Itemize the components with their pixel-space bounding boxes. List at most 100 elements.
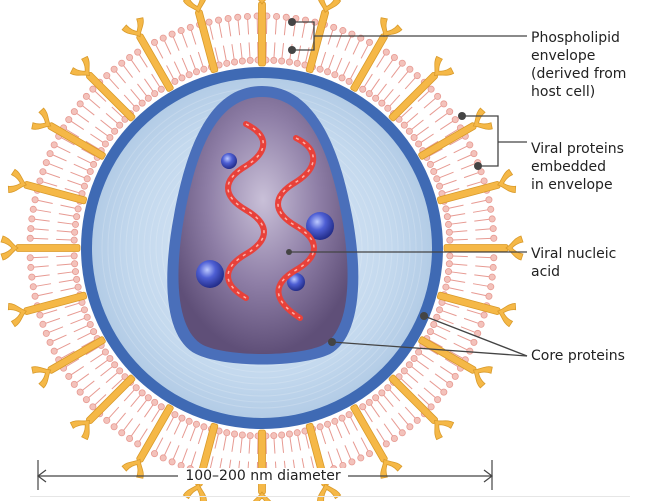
- lipid-tail: [436, 163, 451, 171]
- spike-protein: [388, 374, 455, 441]
- lipid-tail: [350, 65, 358, 79]
- lipid-head: [76, 100, 84, 108]
- lipid-tail: [429, 339, 443, 348]
- spike-head: [69, 420, 90, 441]
- lipid-head: [410, 133, 418, 141]
- spike-head: [434, 55, 455, 76]
- lipid-head: [26, 254, 34, 262]
- lipid-head: [238, 57, 246, 65]
- lipid-tail: [320, 429, 327, 445]
- lipid-tail: [344, 36, 352, 51]
- lipid-head: [382, 440, 390, 448]
- lipid-tail: [444, 302, 460, 309]
- lipid-head: [445, 220, 453, 228]
- lipid-head: [132, 384, 140, 392]
- lipid-head: [445, 228, 453, 236]
- lipid-head: [427, 403, 435, 411]
- lipid-head: [487, 283, 495, 291]
- lipid-head: [490, 234, 498, 242]
- lipid-head: [39, 320, 47, 328]
- lipid-tail: [57, 221, 73, 225]
- lipid-tail: [439, 366, 454, 376]
- lipid-tail: [417, 394, 430, 406]
- spike-head: [121, 17, 144, 38]
- lipid-tail: [360, 437, 369, 452]
- lipid-tail: [439, 171, 454, 179]
- lipid-head: [324, 420, 332, 428]
- lipid-tail: [197, 51, 204, 67]
- lipid-head: [90, 160, 98, 168]
- lipid-tail: [452, 230, 468, 233]
- lipid-head: [168, 30, 176, 38]
- lipid-tail: [108, 406, 120, 419]
- lipid-tail: [451, 271, 467, 275]
- lipid-tail: [58, 279, 74, 283]
- lipid-tail: [442, 179, 457, 186]
- label-line: Viral nucleic: [531, 246, 617, 262]
- lipid-head: [466, 141, 474, 149]
- spike-stem: [47, 122, 106, 160]
- label-viral-nucleic-acid: Viral nucleic acid: [531, 245, 616, 281]
- lipid-head: [101, 140, 109, 148]
- lipid-tail: [173, 420, 182, 435]
- lipid-tail: [189, 54, 196, 70]
- lipid-head: [70, 380, 78, 388]
- lipid-tail: [239, 43, 243, 59]
- spike-stem: [258, 1, 266, 67]
- nucleic-blob: [221, 153, 237, 169]
- lipid-head: [273, 12, 281, 20]
- lipid-head: [86, 320, 94, 328]
- lipid-tail: [457, 154, 472, 162]
- lipid-tail: [61, 137, 75, 146]
- label-line: envelope: [531, 48, 596, 64]
- lipid-tail: [85, 346, 99, 356]
- lipid-head: [106, 355, 114, 363]
- lipid-head: [488, 273, 496, 281]
- lipid-tail: [172, 36, 180, 51]
- lipid-tail: [36, 209, 52, 213]
- lipid-tail: [239, 437, 243, 453]
- lipid-tail: [197, 429, 204, 445]
- lipid-head: [231, 430, 239, 438]
- lipid-head: [489, 225, 497, 233]
- lipid-head: [378, 99, 386, 107]
- lipid-head: [442, 205, 450, 213]
- spike-protein: [350, 17, 403, 92]
- spike-head: [7, 168, 28, 193]
- lipid-head: [359, 85, 367, 93]
- lipid-head: [118, 429, 126, 437]
- lipid-tail: [45, 317, 61, 324]
- lipid-head: [446, 252, 454, 260]
- spike-protein: [436, 291, 517, 328]
- lipid-tail: [404, 77, 416, 90]
- lipid-tail: [297, 45, 302, 61]
- lipid-head: [440, 100, 448, 108]
- lipid-head: [89, 403, 97, 411]
- label-line: host cell): [531, 84, 596, 100]
- lipid-tail: [297, 435, 302, 451]
- lipid-tail: [453, 145, 468, 154]
- lipid-head: [39, 168, 47, 176]
- lipid-tail: [37, 292, 53, 297]
- lipid-tail: [350, 417, 358, 431]
- lipid-head: [231, 58, 239, 66]
- lipid-head: [278, 431, 286, 439]
- label-viral-proteins: Viral proteins embedded in envelope: [531, 140, 624, 194]
- lipid-tail: [352, 40, 360, 55]
- lipid-tail: [237, 20, 241, 36]
- lipid-tail: [88, 97, 101, 109]
- spike-protein: [31, 336, 106, 389]
- lipid-tail: [77, 332, 92, 341]
- lipid-head: [70, 108, 78, 116]
- lipid-tail: [82, 380, 95, 391]
- lipid-tail: [228, 21, 232, 37]
- lipid-head: [89, 85, 97, 93]
- lipid-head: [103, 416, 111, 424]
- lipid-head: [477, 320, 485, 328]
- lipid-head: [186, 23, 194, 31]
- lipid-head: [436, 306, 444, 314]
- nucleic-acid-strand: [227, 123, 265, 299]
- lipid-head: [110, 423, 118, 431]
- nucleic-blob: [287, 273, 305, 291]
